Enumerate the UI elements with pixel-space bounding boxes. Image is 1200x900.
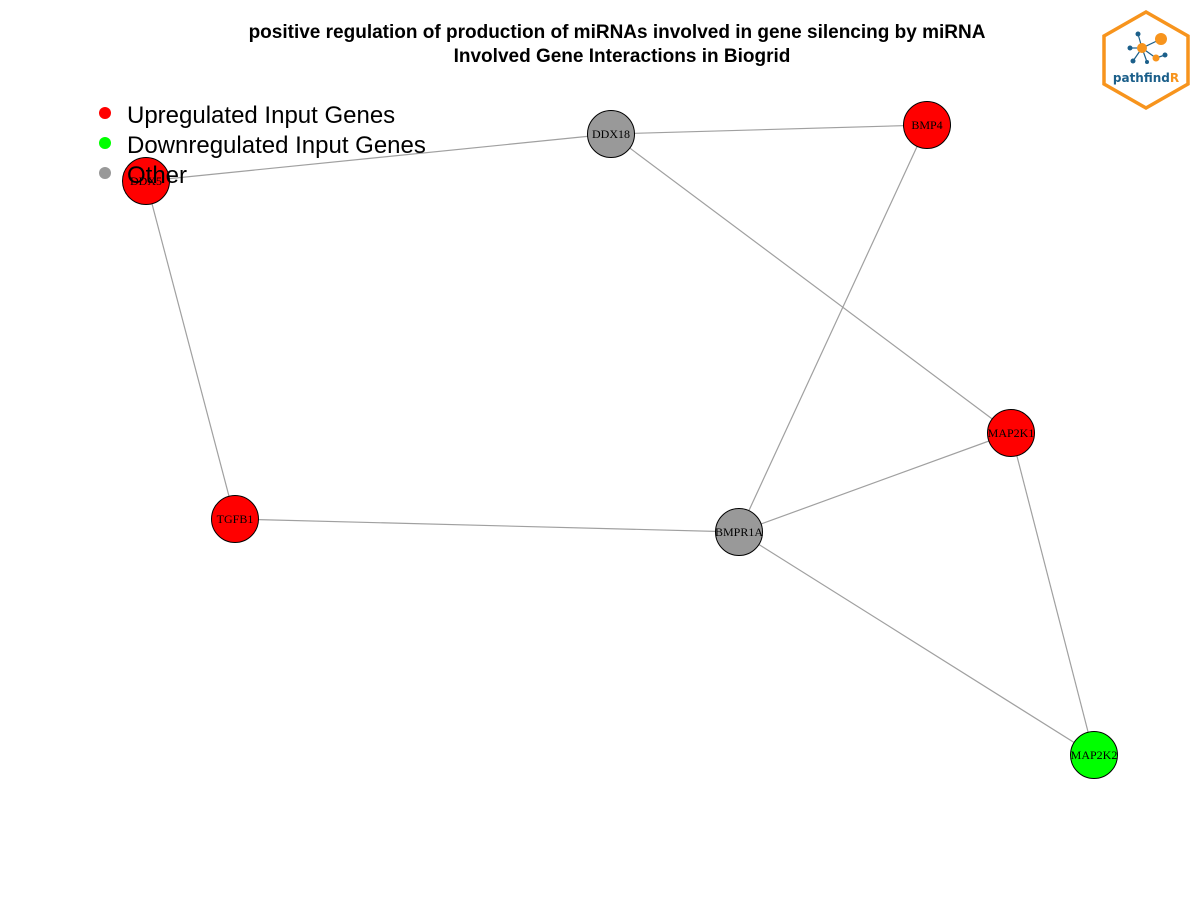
gene-node-bmpr1a[interactable]: BMPR1A xyxy=(715,508,763,556)
gene-node-circle xyxy=(715,508,763,556)
gene-node-ddx5[interactable]: DDX5 xyxy=(122,157,170,205)
legend-label-down: Downregulated Input Genes xyxy=(127,132,426,159)
logo-wordmark: pathfindR xyxy=(1113,71,1179,85)
edge-ddx18-map2k1 xyxy=(610,133,1012,434)
gene-node-circle xyxy=(1070,731,1118,779)
edge-map2k1-map2k2 xyxy=(1010,432,1095,756)
edge-ddx5-tgfb1 xyxy=(145,180,236,520)
legend-label-other: Other xyxy=(127,162,187,189)
edge-ddx18-bmp4 xyxy=(610,124,928,135)
gene-node-circle xyxy=(587,110,635,158)
logo-network-icon xyxy=(1127,31,1168,64)
gene-node-ddx18[interactable]: DDX18 xyxy=(587,110,635,158)
gene-node-label: MAP2K2 xyxy=(1071,748,1118,762)
edge-bmpr1a-map2k1 xyxy=(738,432,1012,533)
gene-node-label: DDX18 xyxy=(592,127,630,141)
diagram-title-line-2: Involved Gene Interactions in Biogrid xyxy=(454,46,791,67)
diagram-title-line-1: positive regulation of production of miR… xyxy=(249,22,986,43)
gene-node-map2k2[interactable]: MAP2K2 xyxy=(1070,731,1118,779)
logo-text-main: pathfind xyxy=(1113,71,1170,85)
gene-node-circle xyxy=(987,409,1035,457)
edge-bmpr1a-map2k2 xyxy=(738,531,1095,756)
gene-node-label: MAP2K1 xyxy=(988,426,1035,440)
edge-layer xyxy=(145,124,1095,756)
gene-node-map2k1[interactable]: MAP2K1 xyxy=(987,409,1035,457)
edge-tgfb1-bmpr1a xyxy=(234,518,740,533)
pathfindr-logo: pathfindR xyxy=(1102,9,1190,111)
edge-ddx5-ddx18 xyxy=(145,133,612,182)
gene-node-tgfb1[interactable]: TGFB1 xyxy=(211,495,259,543)
logo-text-accent: R xyxy=(1170,71,1179,85)
legend-marker-down xyxy=(99,137,111,149)
gene-node-circle xyxy=(903,101,951,149)
gene-node-label: BMP4 xyxy=(911,118,942,132)
edge-bmp4-bmpr1a xyxy=(738,124,928,533)
gene-node-label: TGFB1 xyxy=(217,512,254,526)
gene-node-circle xyxy=(122,157,170,205)
legend: Upregulated Input Genes Downregulated In… xyxy=(99,102,426,189)
legend-label-up: Upregulated Input Genes xyxy=(127,102,395,129)
gene-node-circle xyxy=(211,495,259,543)
legend-marker-other xyxy=(99,167,111,179)
gene-node-bmp4[interactable]: BMP4 xyxy=(903,101,951,149)
gene-node-label: DDX5 xyxy=(130,174,162,188)
legend-marker-up xyxy=(99,107,111,119)
gene-node-label: BMPR1A xyxy=(715,525,763,539)
